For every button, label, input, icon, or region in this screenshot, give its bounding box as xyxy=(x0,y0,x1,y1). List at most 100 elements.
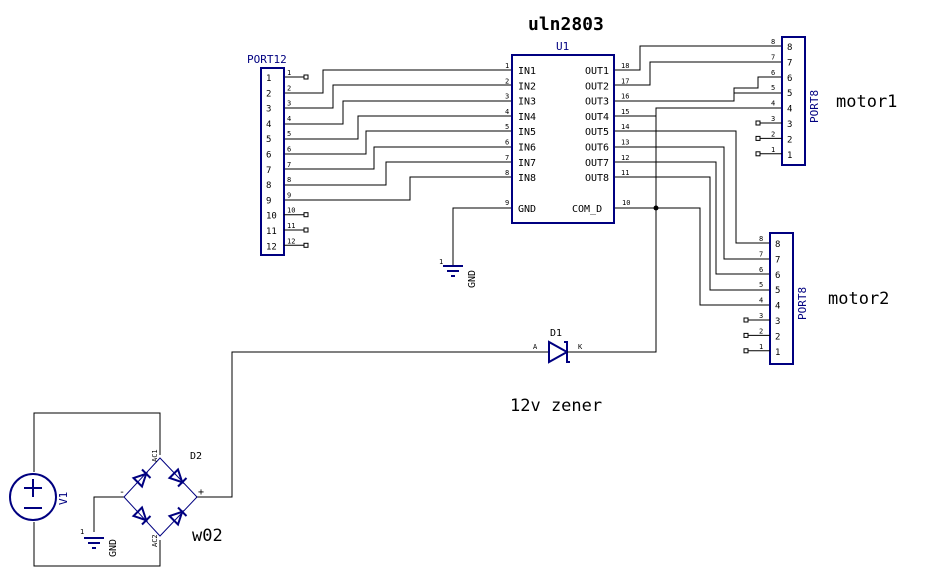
port12-pin-label: 10 xyxy=(266,212,277,222)
port12-pin-pad xyxy=(303,242,309,248)
wire-out5 xyxy=(614,130,770,244)
wire-out6 xyxy=(614,146,770,260)
motor1-pin-label: 1 xyxy=(787,151,792,161)
uln2803-com-pin-name: COM_D xyxy=(572,204,602,215)
d1-pin-k: K xyxy=(578,343,583,351)
uln2803-pin-number: 8 xyxy=(505,169,509,177)
uln2803-pin-number: 1 xyxy=(505,62,509,70)
port12-pin-number: 8 xyxy=(287,176,291,184)
bridge-diode-icon xyxy=(167,506,188,527)
motor1-pin-pad xyxy=(755,135,761,141)
port12-pin-number: 1 xyxy=(287,69,291,77)
bridge-rectifier-d2: AC1 AC2 + - D2 w02 xyxy=(119,449,223,547)
gnd1-pin: 1 xyxy=(439,258,443,266)
motor2-pin-label: 2 xyxy=(775,332,780,342)
port12-pin-label: 9 xyxy=(266,196,271,206)
motor2-pin-number: 8 xyxy=(759,235,763,243)
uln2803-pin-name: OUT1 xyxy=(585,66,609,77)
port12-pin-number: 3 xyxy=(287,100,291,108)
d2-ac2: AC2 xyxy=(151,534,159,547)
wire-out8 xyxy=(614,176,770,291)
uln2803-pin-name: IN2 xyxy=(518,81,536,92)
uln2803-pin-name: OUT3 xyxy=(585,97,609,108)
uln2803-pin-number: 6 xyxy=(505,139,509,147)
port12-pin-number: 5 xyxy=(287,130,291,138)
gnd-symbol-1: 1 GND xyxy=(439,258,478,288)
uln2803-pin-name: IN4 xyxy=(518,112,536,123)
uln2803-pin-name: OUT7 xyxy=(585,158,609,169)
uln2803-pin-name: OUT5 xyxy=(585,127,609,138)
uln2803-gnd-pin-name: GND xyxy=(518,204,536,215)
uln2803-pin-name: OUT4 xyxy=(585,112,609,123)
motor1-label: motor1 xyxy=(836,92,897,112)
uln2803-gnd-pin-number: 9 xyxy=(505,199,509,207)
motor2-label: motor2 xyxy=(828,289,889,309)
bridge-diode-icon xyxy=(167,467,188,488)
port12-pin-label: 8 xyxy=(266,181,271,191)
uln2803-pin-number: 17 xyxy=(621,77,629,85)
port12-pin-label: 5 xyxy=(266,135,271,145)
uln2803-pin-name: OUT8 xyxy=(585,173,609,184)
port12-pin-number: 10 xyxy=(287,207,295,215)
wire-out2 xyxy=(614,61,782,86)
zener-triangle-icon xyxy=(548,340,570,364)
motor2-pin-label: 3 xyxy=(775,317,780,327)
motor1-pin-number: 6 xyxy=(771,69,775,77)
motor2-pin-pad xyxy=(743,317,749,323)
wire-v1-bottom xyxy=(33,522,161,567)
uln2803-pin-name: IN5 xyxy=(518,127,536,138)
motor2-pin-pad xyxy=(743,332,749,338)
wire-in8 xyxy=(284,176,512,201)
port12-pin-label: 6 xyxy=(266,151,271,161)
motor1-pin-number: 4 xyxy=(771,100,775,108)
zener-diode-d1: D1 A K 12v zener xyxy=(510,328,602,416)
uln2803-pin-number: 14 xyxy=(621,123,629,131)
port12-pin-pad xyxy=(303,212,309,218)
uln2803-pin-number: 16 xyxy=(621,93,629,101)
wire-bridge-gnd xyxy=(93,496,124,532)
d1-ref: D1 xyxy=(550,328,562,339)
uln2803-pin-name: IN3 xyxy=(518,97,536,108)
port12-pin-number: 4 xyxy=(287,115,291,123)
uln2803-pin-name: IN6 xyxy=(518,143,536,154)
uln2803-pin-number: 11 xyxy=(621,169,629,177)
motor2-pin-label: 5 xyxy=(775,286,780,296)
motor1-pin-label: 6 xyxy=(787,74,792,84)
wire-in7 xyxy=(284,161,512,186)
motor1-pin-number: 8 xyxy=(771,38,775,46)
port12-pin-label: 12 xyxy=(266,242,277,252)
uln2803-pin-number: 3 xyxy=(505,93,509,101)
gnd1-label: GND xyxy=(467,270,478,288)
motor2-pin-number: 4 xyxy=(759,297,763,305)
wire-motor2-pin4 xyxy=(656,207,770,306)
port12-pin-number: 9 xyxy=(287,191,291,199)
uln2803-pin-number: 4 xyxy=(505,108,509,116)
wire-out7 xyxy=(614,161,770,275)
uln2803-pin-number: 15 xyxy=(621,108,629,116)
d1-pin-a: A xyxy=(533,343,538,351)
d2-value: w02 xyxy=(192,526,223,546)
uln2803-pin-name: IN7 xyxy=(518,158,536,169)
uln2803-pin-name: IN8 xyxy=(518,173,536,184)
motor1-pin-label: 3 xyxy=(787,120,792,130)
bridge-diode-icon xyxy=(131,505,152,526)
wire-out3 xyxy=(614,92,782,102)
wire-out1 xyxy=(614,45,782,71)
motor2-pin-label: 6 xyxy=(775,271,780,281)
d2-minus: - xyxy=(119,487,125,498)
bridge-diode-icon xyxy=(131,468,152,489)
uln2803-pin-name: OUT6 xyxy=(585,143,609,154)
uln2803-ref: U1 xyxy=(556,40,569,53)
uln2803-pin-number: 18 xyxy=(621,62,629,70)
bridge-diamond xyxy=(123,457,198,537)
motor1-pin-number: 3 xyxy=(771,115,775,123)
uln2803-pin-number: 12 xyxy=(621,154,629,162)
v1-ref: V1 xyxy=(57,492,70,505)
gnd2-pin: 1 xyxy=(80,528,84,536)
motor2-pin-number: 2 xyxy=(759,327,763,335)
gnd2-label: GND xyxy=(108,539,119,557)
motor1-pin-label: 5 xyxy=(787,89,792,99)
